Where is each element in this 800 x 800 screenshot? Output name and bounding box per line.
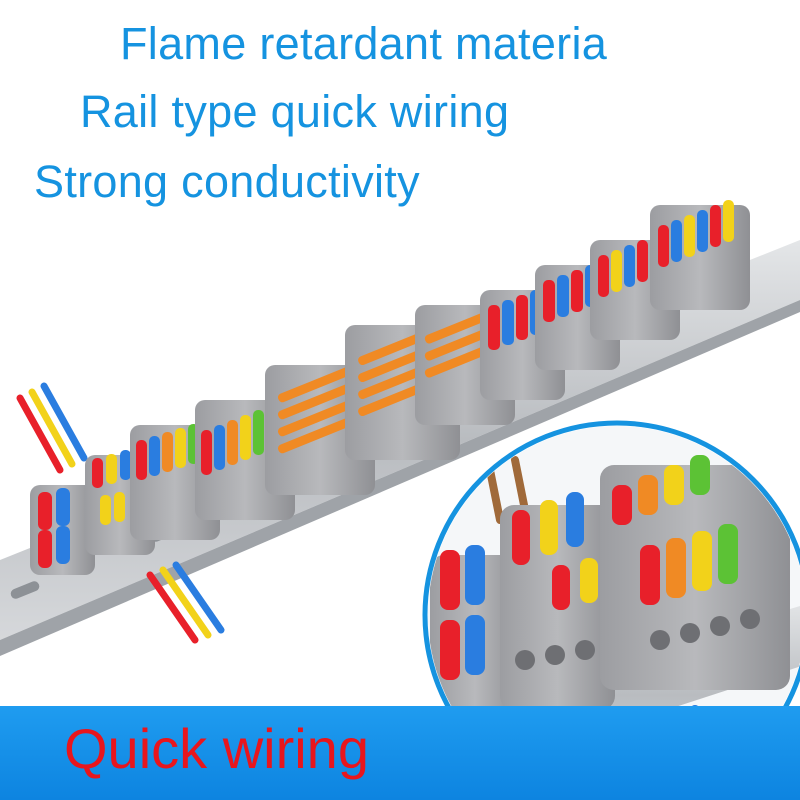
bottom-banner	[0, 706, 800, 800]
connector-row	[30, 200, 750, 575]
wires-bottom-left	[146, 561, 225, 644]
headline-flame-retardant: Flame retardant materia	[120, 18, 608, 69]
connector-red-blue-1	[30, 485, 95, 575]
connector-multicolor-3	[650, 200, 750, 310]
banner-text: Quick wiring	[64, 717, 369, 780]
headline-strong-conductivity: Strong conductivity	[34, 156, 420, 207]
wires-top-left	[16, 382, 88, 474]
headline-rail-type: Rail type quick wiring	[80, 86, 510, 137]
